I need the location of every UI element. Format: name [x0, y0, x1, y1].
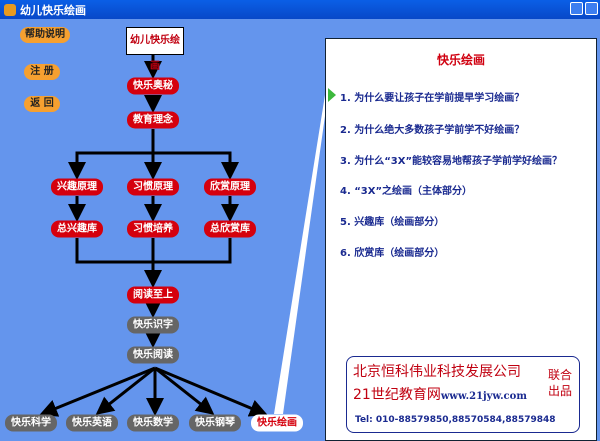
- panel-item[interactable]: 4. “3X”之绘画（主体部分）: [340, 186, 473, 197]
- info-panel: 快乐绘画 1. 为什么要让孩子在学前提早学习绘画？ 2. 为什么绝大多数孩子学前…: [325, 38, 597, 441]
- title-bar: 幼儿快乐绘画: [0, 0, 600, 19]
- panel-item[interactable]: 5. 兴趣库（绘画部分）: [340, 217, 445, 228]
- register-button[interactable]: 注 册: [24, 64, 60, 80]
- node-habit-training[interactable]: 习惯培养: [127, 220, 179, 238]
- node-math[interactable]: 快乐数学: [127, 414, 179, 432]
- panel-item[interactable]: 2. 为什么绝大多数孩子学前学不好绘画？: [340, 125, 525, 136]
- company-name: 北京恒科伟业科技发展公司: [353, 364, 521, 380]
- node-habit-principle[interactable]: 习惯原理: [127, 178, 179, 196]
- node-drawing-selected[interactable]: 快乐绘画: [251, 414, 303, 432]
- node-interest-principle[interactable]: 兴趣原理: [51, 178, 103, 196]
- callout-wedge: [274, 95, 325, 414]
- selection-arrow-icon: [328, 88, 336, 102]
- panel-title: 快乐绘画: [436, 53, 485, 67]
- node-interest-library[interactable]: 总兴趣库: [51, 220, 103, 238]
- publisher-logo-box: 北京恒科伟业科技发展公司 21世纪教育网www.21jyw.com Tel: 0…: [346, 356, 580, 433]
- telephone: Tel: 010-88579850,88570584,88579848: [355, 415, 556, 425]
- site-url: www.21jyw.com: [440, 391, 527, 402]
- node-literacy[interactable]: 快乐识字: [127, 316, 179, 334]
- node-appreciation-library[interactable]: 总欣赏库: [204, 220, 256, 238]
- panel-item[interactable]: 3. 为什么“3X”能较容易地帮孩子学前学好绘画？: [340, 156, 563, 167]
- site-name-line: 21世纪教育网www.21jyw.com: [353, 384, 527, 404]
- help-button[interactable]: 帮助说明: [20, 27, 70, 43]
- node-science[interactable]: 快乐科学: [5, 414, 57, 432]
- site-name: 21世纪教育网: [353, 387, 441, 403]
- window-title: 幼儿快乐绘画: [20, 3, 86, 17]
- panel-item[interactable]: 1. 为什么要让孩子在学前提早学习绘画？: [340, 93, 525, 104]
- node-appreciation-principle[interactable]: 欣赏原理: [204, 178, 256, 196]
- node-reading[interactable]: 快乐阅读: [127, 346, 179, 364]
- node-english[interactable]: 快乐英语: [66, 414, 118, 432]
- joint-production: 联合出品: [547, 368, 572, 398]
- app-icon: [4, 3, 16, 16]
- node-piano[interactable]: 快乐钢琴: [189, 414, 241, 432]
- maximize-button[interactable]: [585, 2, 598, 15]
- flow-root-node[interactable]: 幼儿快乐绘画: [126, 27, 184, 72]
- node-philosophy[interactable]: 教育理念: [127, 111, 179, 129]
- minimize-button[interactable]: [570, 2, 583, 15]
- back-button[interactable]: 返 回: [24, 96, 60, 112]
- node-secret[interactable]: 快乐奥秘: [127, 77, 179, 95]
- node-reading-first[interactable]: 阅读至上: [127, 286, 179, 304]
- panel-item[interactable]: 6. 欣赏库（绘画部分）: [340, 248, 445, 259]
